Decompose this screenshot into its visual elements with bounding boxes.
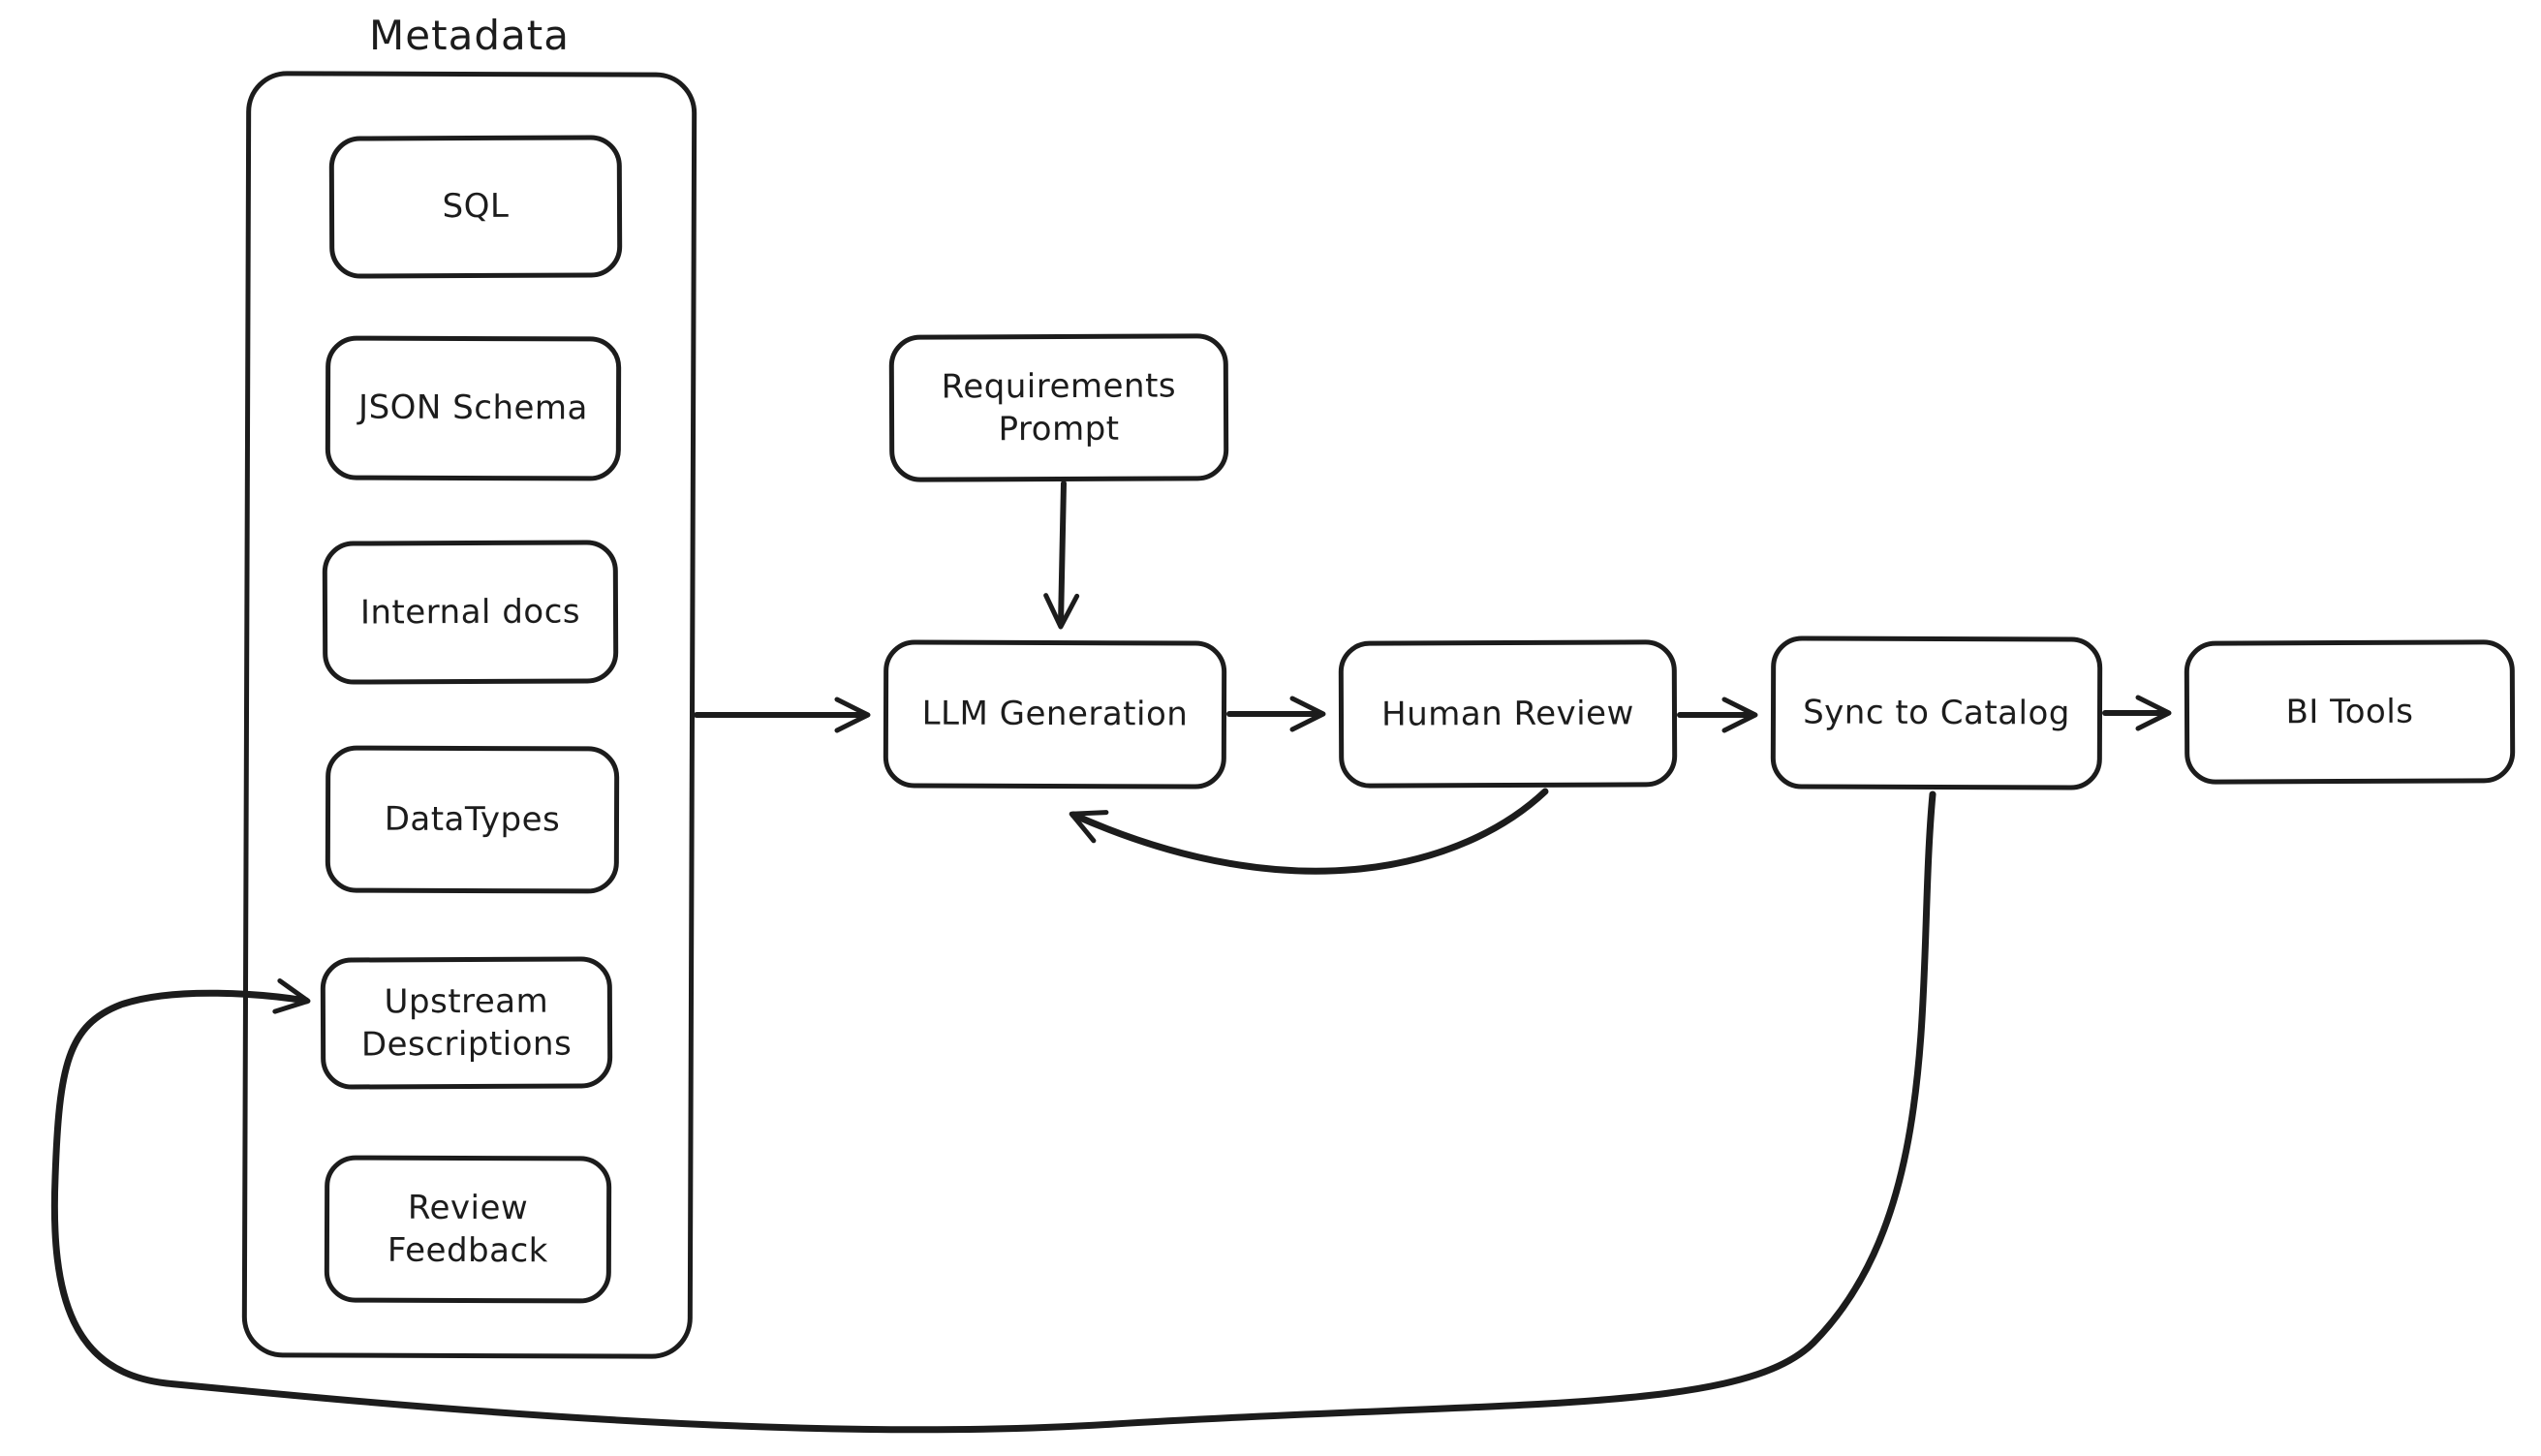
node-human-review-label: Human Review: [1381, 694, 1634, 734]
edge-sync-to-catalog-to-upstream-descriptions: [50, 790, 1937, 1434]
node-sync-to-catalog-label: Sync to Catalog: [1803, 693, 2070, 733]
node-sync-to-catalog: Sync to Catalog: [1770, 635, 2103, 790]
node-datatypes: DataTypes: [325, 745, 620, 894]
node-internal-docs: Internal docs: [322, 540, 619, 685]
node-human-review: Human Review: [1338, 639, 1678, 789]
node-review-feedback: Review Feedback: [324, 1155, 612, 1304]
metadata-group-title: Metadata: [244, 12, 695, 59]
node-bi-tools: BI Tools: [2184, 639, 2516, 785]
node-internal-docs-label: Internal docs: [359, 592, 581, 633]
node-bi-tools-label: BI Tools: [2285, 692, 2414, 732]
node-requirements-prompt: Requirements Prompt: [888, 333, 1229, 482]
node-sql-label: SQL: [442, 187, 510, 227]
node-llm-generation: LLM Generation: [883, 639, 1227, 790]
node-datatypes-label: DataTypes: [384, 799, 561, 840]
node-upstream-descriptions-label: Upstream Descriptions: [360, 981, 573, 1065]
node-upstream-descriptions: Upstream Descriptions: [320, 956, 613, 1090]
node-review-feedback-label: Review Feedback: [387, 1188, 548, 1271]
edge-requirements-prompt-to-llm-generation: [1043, 480, 1080, 630]
node-sql: SQL: [328, 135, 623, 279]
metadata-group-title-label: Metadata: [369, 12, 570, 59]
edge-human-review-to-llm-generation-feedback: [1069, 788, 1549, 875]
node-llm-generation-label: LLM Generation: [921, 694, 1189, 734]
node-requirements-prompt-label: Requirements Prompt: [941, 366, 1177, 449]
node-json-schema-label: JSON Schema: [358, 387, 588, 428]
node-json-schema: JSON Schema: [325, 335, 622, 481]
